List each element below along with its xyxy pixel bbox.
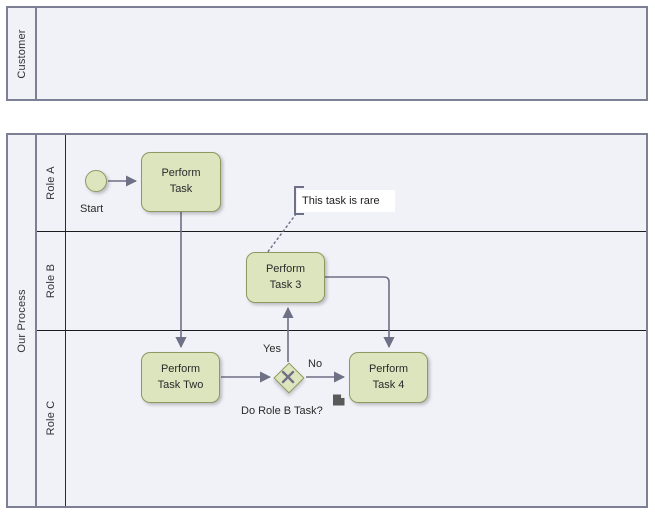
lane-divider-a-b [37, 231, 646, 232]
annotation-this-task-is-rare[interactable]: This task is rare [297, 190, 395, 212]
task-perform-task-4[interactable]: Perform Task 4 [349, 352, 428, 403]
start-event-label: Start [80, 203, 104, 215]
task-perform-task[interactable]: Perform Task [141, 152, 221, 212]
pool-customer-label: Customer [15, 28, 28, 79]
task-perform-task-3-line1: Perform [265, 262, 306, 275]
task-perform-task-4-line1: Perform [368, 362, 409, 375]
gateway-label: Do Role B Task? [241, 405, 323, 417]
task-perform-task-3[interactable]: Perform Task 3 [246, 252, 325, 303]
lane-label-role-a: Role A [45, 166, 57, 200]
annotation-text: This task is rare [302, 195, 380, 207]
lane-header-role-a[interactable]: Role A [37, 135, 66, 231]
lane-label-role-c: Role C [45, 400, 57, 436]
task-perform-task-two[interactable]: Perform Task Two [141, 352, 220, 403]
lane-label-role-b: Role B [45, 263, 57, 298]
gateway-x-icon [281, 370, 295, 384]
pool-our-process-label: Our Process [15, 288, 28, 353]
annotation-bracket [294, 186, 304, 215]
task-perform-task-3-line2: Task 3 [269, 278, 302, 291]
lane-header-role-b[interactable]: Role B [37, 231, 66, 330]
pool-customer[interactable]: Customer [6, 6, 648, 101]
task-perform-task-line2: Task [169, 183, 193, 195]
flow-label-yes: Yes [263, 343, 281, 355]
flow-label-no: No [308, 358, 323, 370]
exclusive-gateway[interactable] [273, 362, 305, 394]
task-perform-task-two-line2: Task Two [157, 378, 204, 391]
pool-customer-header: Customer [8, 8, 37, 99]
lane-header-role-c[interactable]: Role C [37, 330, 66, 506]
task-perform-task-line1: Perform [161, 167, 201, 180]
start-event[interactable] [85, 170, 107, 192]
lane-divider-b-c [37, 330, 646, 331]
task-perform-task-two-line1: Perform [160, 362, 201, 375]
document-icon[interactable] [332, 393, 346, 407]
task-perform-task-4-line2: Task 4 [372, 378, 405, 391]
pool-our-process-header: Our Process [8, 135, 37, 506]
